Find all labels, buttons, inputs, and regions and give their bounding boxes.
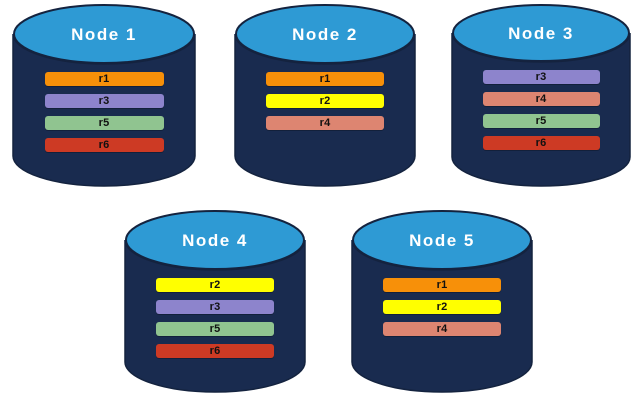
record-label: r2 [436,300,448,313]
record-bar-r1[interactable]: r1 [383,278,501,292]
record-bar-r6[interactable]: r6 [44,138,164,152]
record-bar-r4[interactable]: r4 [383,322,501,336]
record-label: r3 [98,94,110,107]
record-bar-r5[interactable]: r5 [482,114,600,128]
record-label: r6 [535,136,547,149]
cylinder-top-ellipse [452,4,630,62]
record-label: r3 [209,300,221,313]
record-label: r1 [98,72,110,85]
record-bar-r6[interactable]: r6 [482,136,600,150]
record-label: r1 [319,72,331,85]
record-label: r5 [209,322,221,335]
record-bar-r6[interactable]: r6 [156,344,274,358]
record-bar-r1[interactable]: r1 [266,72,384,86]
record-label: r3 [535,70,547,83]
record-list: r1 r2 r4 [235,72,415,130]
record-label: r5 [98,116,110,129]
record-label: r5 [535,114,547,127]
record-bar-r2[interactable]: r2 [383,300,501,314]
record-label: r4 [319,116,331,129]
record-bar-r1[interactable]: r1 [44,72,164,86]
record-bar-r3[interactable]: r3 [156,300,274,314]
record-label: r1 [436,278,448,291]
record-list: r2 r3 r5 r6 [125,278,305,358]
record-label: r4 [436,322,448,335]
record-list: r3 r4 r5 r6 [452,70,630,150]
record-bar-r4[interactable]: r4 [266,116,384,130]
record-label: r4 [535,92,547,105]
record-bar-r4[interactable]: r4 [482,92,600,106]
record-label: r6 [98,138,110,151]
record-bar-r3[interactable]: r3 [482,70,600,84]
record-list: r1 r2 r4 [352,278,532,336]
record-bar-r2[interactable]: r2 [266,94,384,108]
cylinder-top-ellipse [125,210,305,270]
record-list: r1 r3 r5 r6 [13,72,195,152]
record-label: r2 [319,94,331,107]
cylinder-top-ellipse [13,4,195,64]
record-bar-r2[interactable]: r2 [156,278,274,292]
cylinder-top-ellipse [352,210,532,270]
record-bar-r3[interactable]: r3 [44,94,164,108]
record-bar-r5[interactable]: r5 [44,116,164,130]
cylinder-top-ellipse [235,4,415,64]
record-label: r6 [209,344,221,357]
record-label: r2 [209,278,221,291]
record-bar-r5[interactable]: r5 [156,322,274,336]
